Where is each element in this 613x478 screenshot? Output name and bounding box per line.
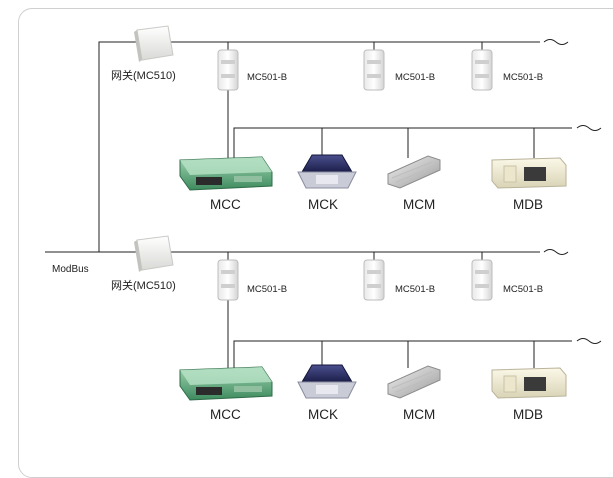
unit-label: MDB [513,197,543,212]
gateway-box-icon [134,25,174,62]
group2-unit-bus [233,340,572,368]
unit-label: MCM [403,197,436,212]
module-label: MC501-B [247,284,288,295]
ducted-unit-icon [179,366,273,401]
cabinet-unit-icon [491,367,567,399]
gateway-box-icon [134,235,174,272]
module-label: MC501-B [503,72,544,83]
group2-bus-continuation [543,249,569,255]
gateway-label: 网关(MC510) [111,280,176,292]
unit-label: MCC [210,407,241,422]
ducted-unit-icon [179,156,273,191]
group1-unit-bus [233,127,572,158]
unit-label: MCK [308,197,338,212]
mc501b-module-icon [217,259,239,301]
mc501b-module-icon [471,259,493,301]
module-label: MC501-B [247,72,288,83]
cabinet-unit-icon [491,157,567,189]
module-label: MC501-B [395,284,436,295]
modbus-label: ModBus [52,264,89,275]
mc501b-module-icon [471,49,493,91]
wiring-lines [45,25,602,401]
unit-label: MCK [308,407,338,422]
mc501b-module-icon [363,259,385,301]
gateway-label: 网关(MC510) [111,70,176,82]
unit-label: MCC [210,197,241,212]
unit-label: MDB [513,407,543,422]
mc501b-module-icon [217,49,239,91]
cassette-unit-icon [297,154,357,189]
ceiling-unit-icon [387,365,441,399]
ceiling-unit-icon [387,155,441,189]
group1-bus-continuation [543,39,569,45]
mc501b-module-icon [363,49,385,91]
module-label: MC501-B [503,284,544,295]
modbus-trunk-line [45,41,145,253]
cassette-unit-icon [297,364,357,399]
unit-label: MCM [403,407,436,422]
group2-unit-continuation [576,338,602,344]
module-label: MC501-B [395,72,436,83]
group1-unit-continuation [576,125,602,131]
wiring-diagram: ModBus 网关(MC510) MC501-B MC501-B MC501-B… [18,8,613,478]
